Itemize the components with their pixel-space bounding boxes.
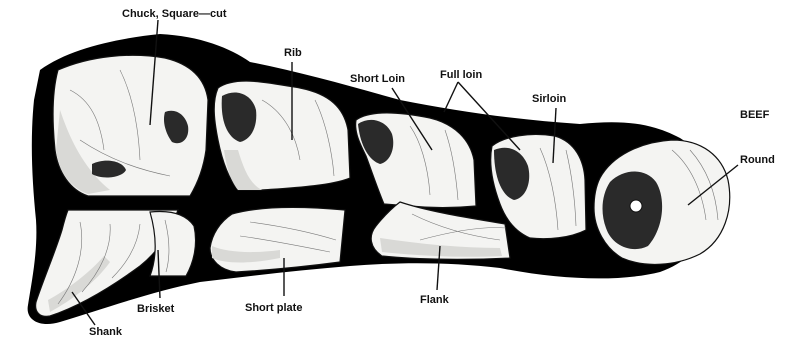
label-rib: Rib [284, 47, 302, 59]
label-round: Round [740, 154, 775, 166]
label-chuck: Chuck, Square—cut [122, 8, 227, 20]
label-full-loin: Full loin [440, 69, 482, 81]
label-sirloin: Sirloin [532, 93, 567, 105]
label-short-plate: Short plate [245, 302, 302, 314]
chuck-cut [53, 55, 208, 196]
label-shank: Shank [89, 326, 123, 338]
label-beef-title: BEEF [740, 109, 770, 121]
label-short-loin: Short Loin [350, 73, 405, 85]
brisket-cut [150, 212, 196, 276]
label-flank: Flank [420, 294, 450, 306]
short-plate-cut [210, 207, 345, 272]
full-loin-leader-a [444, 82, 458, 112]
label-brisket: Brisket [137, 303, 175, 315]
